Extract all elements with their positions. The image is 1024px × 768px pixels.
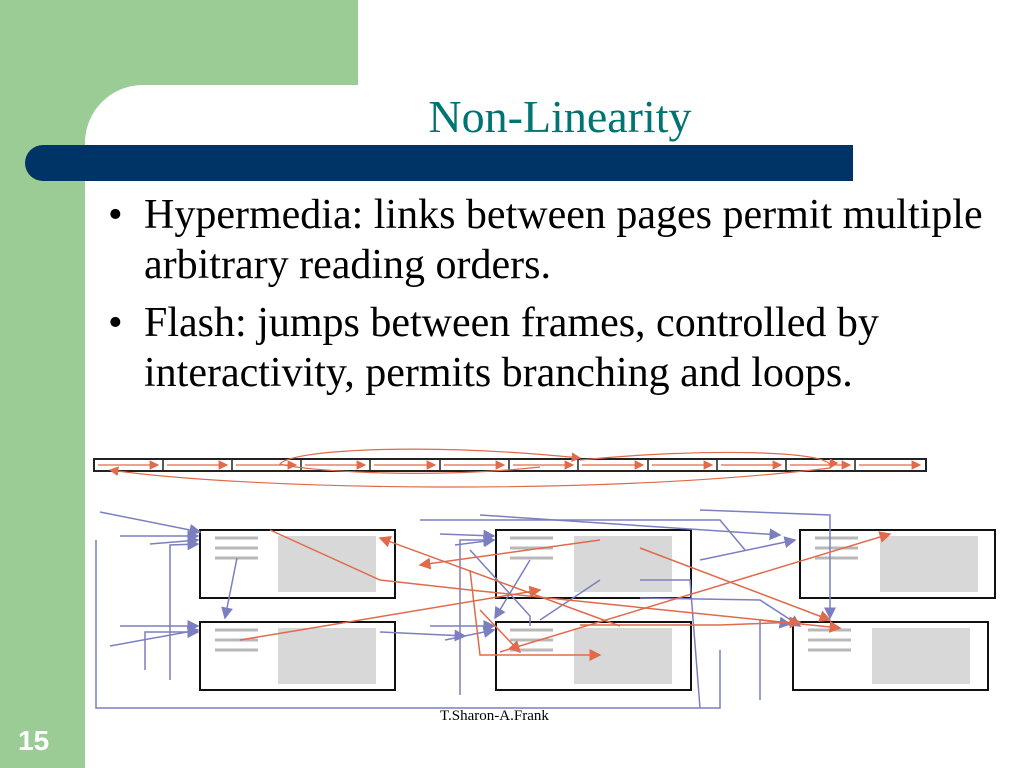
slide-title: Non-Linearity [428,91,692,142]
nonlinearity-diagram [93,448,996,709]
bullet-symbol: • [108,300,123,346]
bullet-text: Flash: jumps between frames, controlled … [144,300,879,396]
bullet-symbol: • [108,192,123,238]
bullet-item: • Hypermedia: links between pages permit… [108,190,1008,290]
bullet-item: • Flash: jumps between frames, controlle… [108,298,1008,398]
bullet-text: Hypermedia: links between pages permit m… [144,192,983,288]
flash-frame-timeline [93,448,927,488]
footer-author: T.Sharon-A.Frank [440,708,549,724]
slide-number: 15 [18,725,50,756]
hypermedia-links [95,509,836,709]
title-underline-bar [25,145,853,181]
hypermedia-cross-links [239,529,892,661]
bullet-list: • Hypermedia: links between pages permit… [108,190,1008,406]
